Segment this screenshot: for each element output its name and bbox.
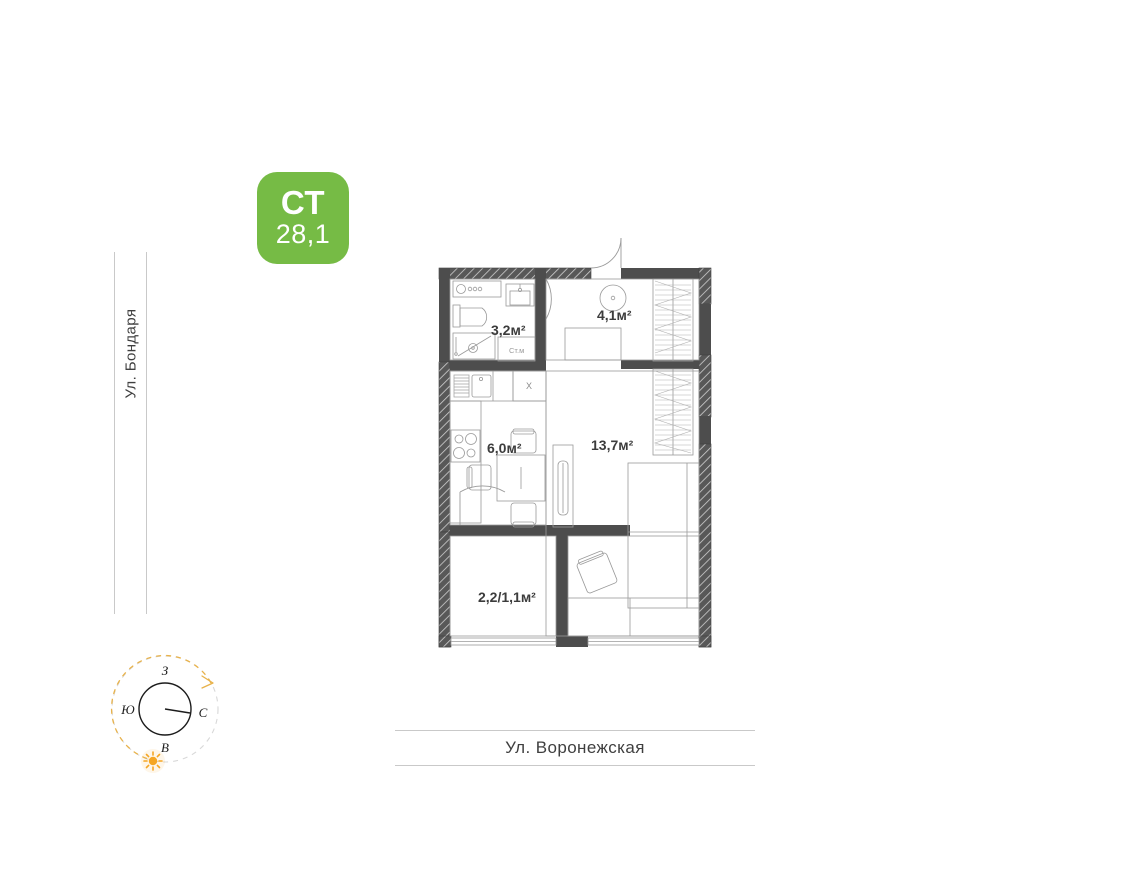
room-label-kitchen: 6,0м² bbox=[487, 440, 522, 456]
bathroom-door-swing bbox=[545, 278, 552, 320]
hall-shelf bbox=[564, 327, 622, 361]
compass-label-east: В bbox=[161, 740, 169, 755]
room-label-hallway: 4,1м² bbox=[597, 307, 632, 323]
plan-inner-outlines bbox=[449, 278, 700, 637]
drainer-icon bbox=[453, 374, 470, 398]
compass-sun-path-arc bbox=[110, 654, 212, 762]
compass-rose: З В Ю С bbox=[103, 643, 228, 783]
chair-icon-left bbox=[466, 464, 492, 491]
console-icon bbox=[552, 444, 574, 528]
street-bottom-line-bottom bbox=[395, 765, 755, 766]
room-label-bathroom: 3,2м² bbox=[491, 322, 526, 338]
refrigerator-glyph: Х bbox=[526, 381, 532, 391]
dining-table-icon bbox=[496, 454, 546, 502]
entry-door-swing bbox=[590, 237, 622, 269]
compass-sun-rays bbox=[143, 751, 163, 771]
compass-needle bbox=[164, 708, 191, 714]
compass-label-north: С bbox=[199, 705, 208, 720]
plan-windows bbox=[450, 637, 700, 646]
compass-sun-core bbox=[148, 756, 158, 766]
toilet-icon bbox=[452, 304, 488, 328]
compass-label-west: З bbox=[162, 663, 169, 678]
street-left-line-outer bbox=[114, 252, 115, 614]
street-left-label: Ул. Бондаря bbox=[122, 308, 140, 399]
balcony-door-swing bbox=[459, 485, 506, 493]
round-table-icon bbox=[599, 284, 627, 312]
tv-cabinet-icon bbox=[567, 597, 700, 637]
bathroom-fixtures bbox=[452, 280, 536, 362]
refrigerator-icon bbox=[512, 370, 547, 402]
room-label-balcony: 2,2/1,1м² bbox=[478, 589, 536, 605]
shower-icon bbox=[452, 332, 496, 360]
room-label-living: 13,7м² bbox=[591, 437, 634, 453]
washing-machine-label: Ст.м bbox=[509, 346, 524, 355]
street-left-line-inner bbox=[146, 252, 147, 614]
compass-outer-circle bbox=[111, 655, 219, 763]
kitchen-sink-icon bbox=[471, 374, 492, 398]
stove-icon bbox=[450, 429, 481, 463]
floor-plan: Ст.м bbox=[425, 215, 725, 660]
apartment-type-badge: СТ 28,1 bbox=[257, 172, 349, 264]
bed-icon bbox=[627, 462, 700, 609]
chair-icon-bottom bbox=[510, 502, 537, 528]
washing-machine-icon bbox=[452, 280, 502, 298]
apartment-total-area: 28,1 bbox=[275, 219, 331, 249]
compass-label-south: Ю bbox=[120, 702, 135, 717]
compass-arc-arrowhead bbox=[201, 675, 214, 689]
living-room-furniture bbox=[567, 462, 700, 637]
street-bottom-line-top bbox=[395, 730, 755, 731]
apartment-type-code: СТ bbox=[280, 184, 326, 221]
armchair-icon bbox=[576, 550, 618, 594]
hallway-furniture bbox=[564, 278, 694, 456]
plan-doors bbox=[459, 237, 622, 525]
chair-icon-top bbox=[510, 428, 537, 454]
kitchen-furniture bbox=[449, 370, 574, 528]
street-bottom-label: Ул. Воронежская bbox=[505, 738, 645, 757]
washing-machine-niche bbox=[497, 336, 536, 362]
